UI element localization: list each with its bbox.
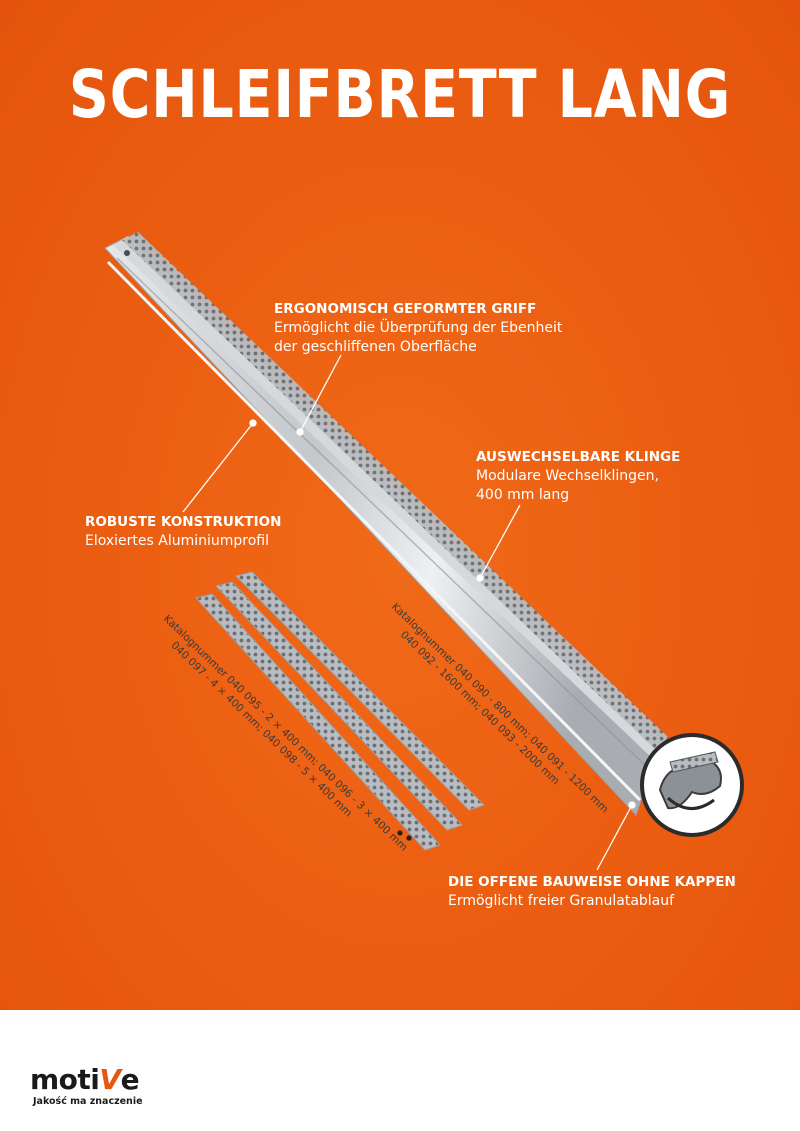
open-design-heading: DIE OFFENE BAUWEISE OHNE KAPPEN [448, 874, 736, 890]
spare-blades [195, 571, 485, 851]
grip-callout: ERGONOMISCH GEFORMTER GRIFF Ermöglicht d… [274, 300, 562, 357]
logo-text-post: e [120, 1063, 140, 1096]
construction-heading: ROBUSTE KONSTRUKTION [85, 514, 282, 530]
blade-text-line2: 400 mm lang [476, 487, 570, 503]
grip-heading: ERGONOMISCH GEFORMTER GRIFF [274, 301, 537, 317]
motive-logo: motiVe [30, 1063, 140, 1096]
construction-text-line1: Eloxiertes Aluminiumprofil [85, 533, 270, 549]
logo-v-mark: V [99, 1063, 121, 1096]
logo-tagline: Jakość ma znaczenie [33, 1096, 143, 1107]
callout-leaders [182, 354, 636, 871]
logo-text-pre: moti [30, 1063, 100, 1096]
blade-text-line1: Modulare Wechselklingen, [476, 468, 659, 484]
open-design-callout: DIE OFFENE BAUWEISE OHNE KAPPEN Ermöglic… [448, 873, 736, 911]
sanding-board [104, 232, 668, 816]
grip-text-line1: Ermöglicht die Überprüfung der Ebenheit [274, 320, 563, 336]
grip-text-line2: der geschliffenen Oberfläche [274, 339, 477, 355]
construction-callout: ROBUSTE KONSTRUKTION Eloxiertes Aluminiu… [85, 513, 281, 551]
blade-callout: AUSWECHSELBARE KLINGE Modulare Wechselkl… [476, 448, 680, 505]
hanging-hole-icon [124, 250, 130, 256]
footer [0, 1010, 800, 1131]
page-title: SCHLEIFBRETT LANG [68, 56, 732, 133]
product-illustration [104, 232, 744, 871]
open-design-text-line1: Ermöglicht freier Granulatablauf [448, 893, 675, 909]
profile-detail-circle [640, 733, 744, 837]
blade-heading: AUSWECHSELBARE KLINGE [476, 449, 681, 465]
